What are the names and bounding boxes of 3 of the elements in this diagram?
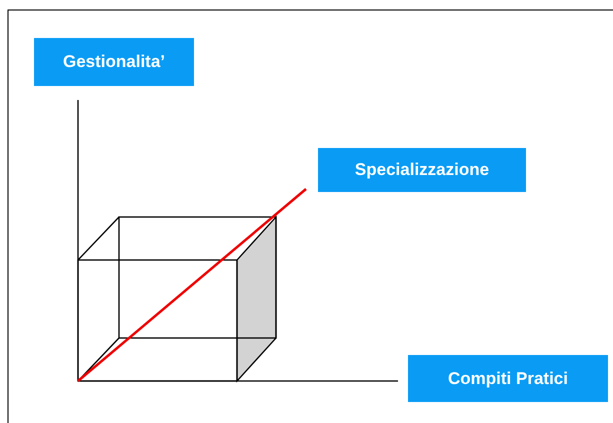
axis-label: Gestionalita’ (34, 38, 194, 86)
axis-label: Compiti Pratici (408, 355, 608, 402)
axis-label: Specializzazione (318, 148, 526, 192)
